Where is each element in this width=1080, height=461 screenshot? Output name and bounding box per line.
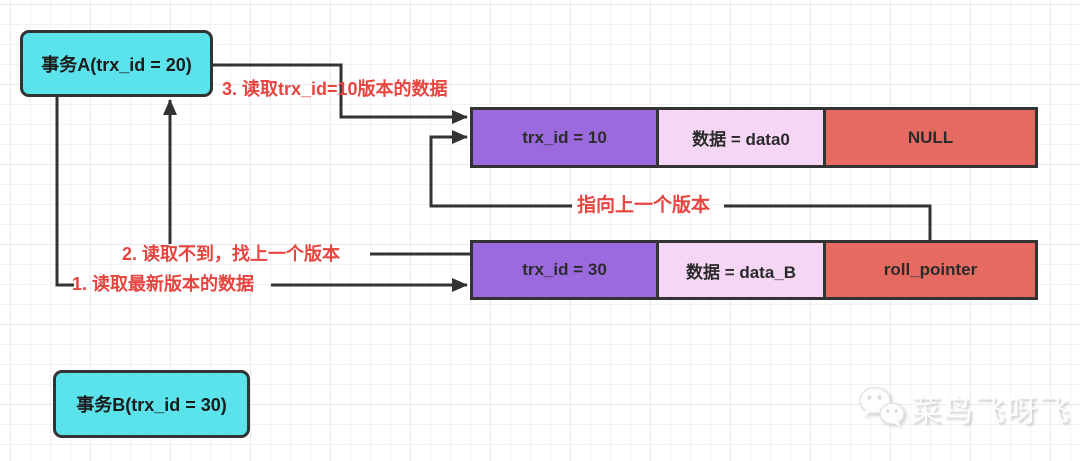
version-record-row-latest: trx_id = 30 数据 = data_B roll_pointer xyxy=(470,240,1038,300)
wechat-logo-icon xyxy=(859,386,905,427)
transaction-b-label: 事务B(trx_id = 30) xyxy=(76,395,227,415)
row1-trx-id-cell: trx_id = 10 xyxy=(473,110,656,165)
annotation-roll-pointer: 指向上一个版本 xyxy=(577,195,711,216)
row2-trx-id-cell: trx_id = 30 xyxy=(473,243,656,297)
transaction-b-box: 事务B(trx_id = 30) xyxy=(53,370,250,438)
annotation-step3: 3. 读取trx_id=10版本的数据 xyxy=(222,79,448,99)
row2-roll-pointer-cell: roll_pointer xyxy=(823,243,1035,297)
watermark-text: 菜鸟飞呀飞 xyxy=(911,395,1071,428)
row1-roll-pointer-cell: NULL xyxy=(823,110,1035,165)
version-record-row-old: trx_id = 10 数据 = data0 NULL xyxy=(470,107,1038,168)
watermark: 菜鸟飞呀飞 xyxy=(858,386,1071,430)
transaction-a-label: 事务A(trx_id = 20) xyxy=(41,54,192,75)
transaction-a-box: 事务A(trx_id = 20) xyxy=(20,30,213,97)
row1-data-cell: 数据 = data0 xyxy=(656,110,823,165)
step1-line-from-transaction-a xyxy=(55,97,74,287)
annotation-step1: 1. 读取最新版本的数据 xyxy=(72,274,255,294)
row2-data-cell: 数据 = data_B xyxy=(656,243,823,297)
annotation-step2: 2. 读取不到，找上一个版本 xyxy=(122,244,341,264)
roll-pointer-link-right-segment xyxy=(724,204,932,241)
